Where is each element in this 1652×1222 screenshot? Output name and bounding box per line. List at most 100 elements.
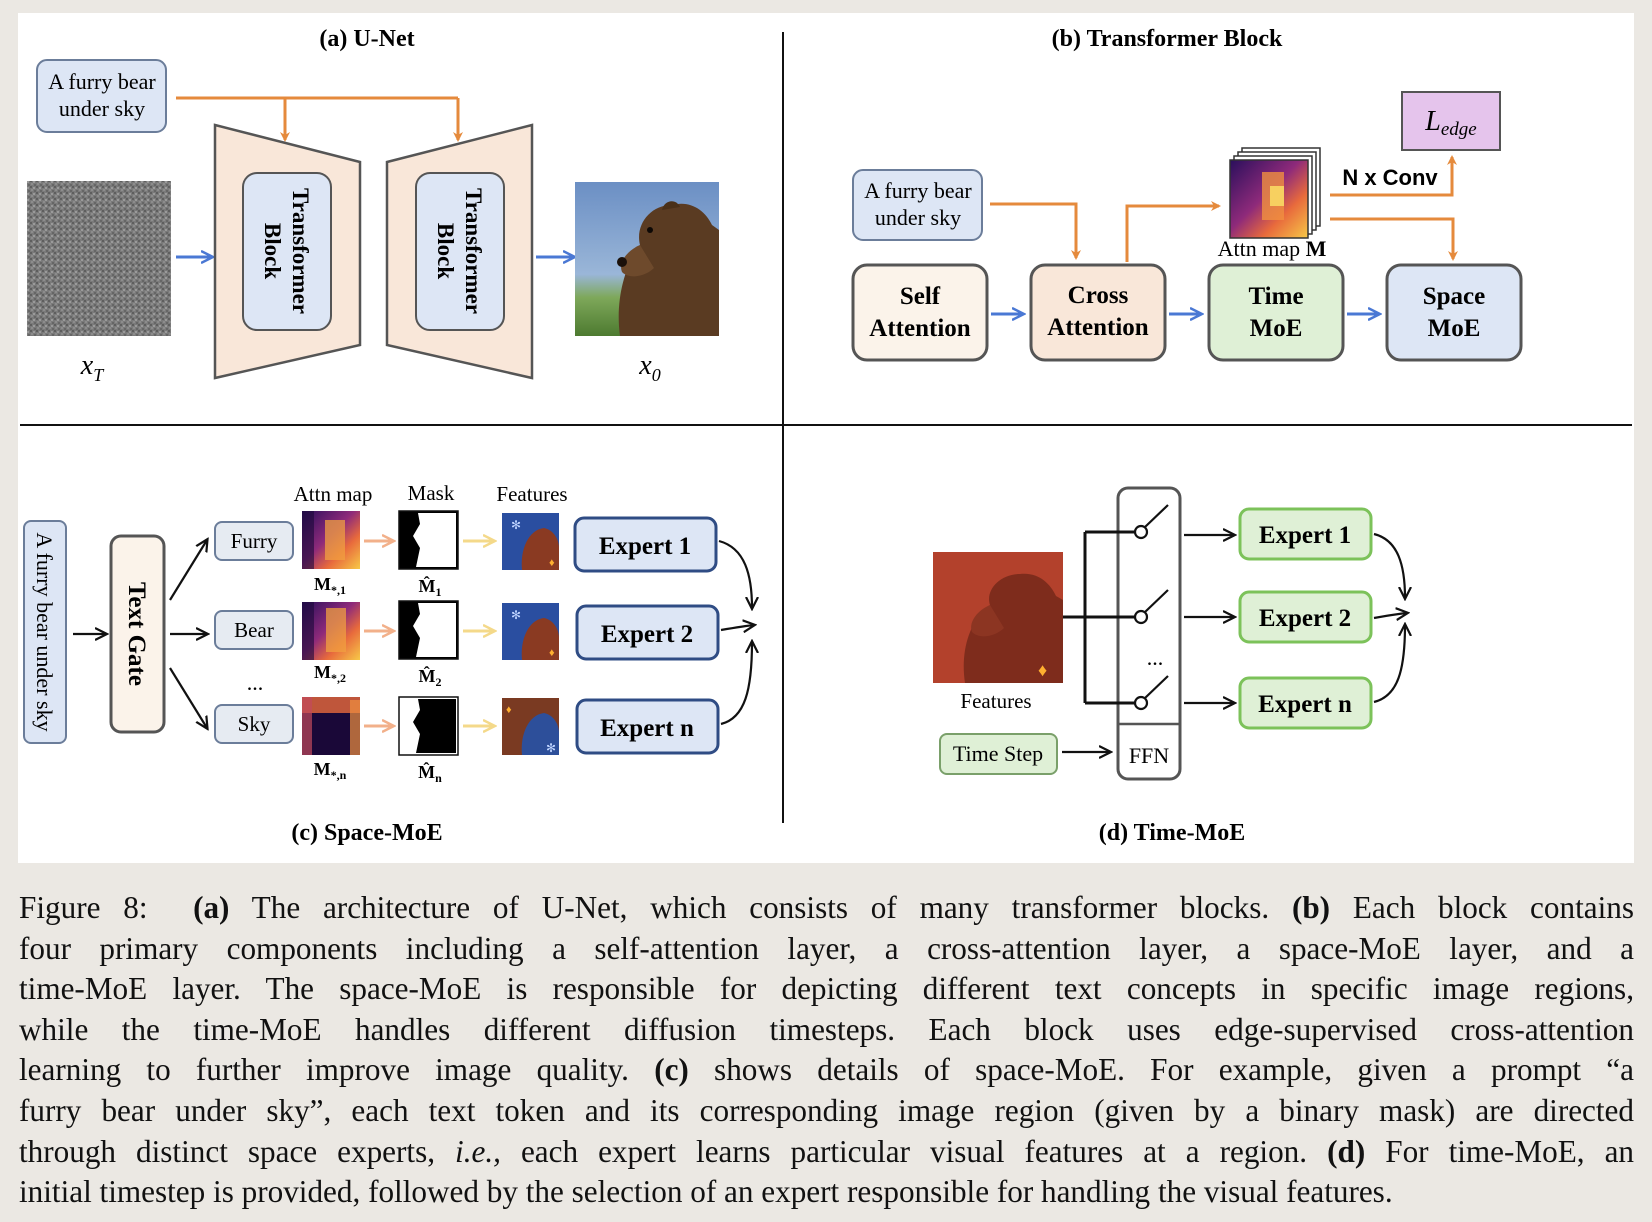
svg-text:♦: ♦ — [1038, 660, 1047, 680]
text-gate-box — [109, 534, 166, 734]
prompt-box-b — [852, 169, 983, 241]
panel-a-unet: (a) U-Net A furry bear under sky xT Tran… — [27, 26, 719, 385]
prompt-line-1: A furry bear — [48, 69, 156, 94]
prompt-to-cross-arrow — [990, 202, 1081, 260]
panel-d-time-moe: ♦ Features Time Step FFN ... — [933, 486, 1407, 846]
expert-2-box-c — [575, 604, 720, 661]
expert-2-merge-arrow — [720, 625, 754, 630]
transformer-block-2-line-1: Transformer — [461, 188, 486, 314]
features-1: ✻ ♦ — [502, 513, 559, 570]
edge-loss-label: Ledge — [1424, 106, 1476, 140]
caption-line: furry bear under sky”, each text token a… — [19, 1092, 1634, 1128]
svg-text:✻: ✻ — [511, 518, 521, 532]
cross-attention-line-1: Cross — [1068, 282, 1129, 309]
panel-a-title: (a) U-Net — [319, 26, 414, 52]
attnmap-to-space-arrow — [1330, 217, 1458, 261]
expert-n-box-c — [575, 698, 720, 755]
attn-map-label-2: M*,2 — [314, 662, 346, 685]
expert-n-label-c: Expert n — [600, 715, 694, 742]
expert-n-merge-arrow-d — [1373, 625, 1405, 704]
conv-label: N x Conv — [1342, 165, 1438, 190]
caption-line: initial timestep is provided, followed b… — [19, 1174, 1393, 1210]
output-label: x0 — [638, 350, 660, 385]
svg-text:✻: ✻ — [511, 608, 521, 622]
expert-2-box-d — [1238, 590, 1373, 644]
bear-image-output — [575, 182, 719, 336]
token-box-sky — [214, 704, 294, 744]
expert-1-merge-arrow-d — [1373, 532, 1405, 598]
attn-map-3 — [302, 697, 360, 755]
attn-map-1 — [302, 511, 360, 569]
expert-1-label-c: Expert 1 — [599, 533, 691, 560]
caption-line: learning to further improve image qualit… — [19, 1052, 1634, 1088]
attention-map-stack — [1229, 147, 1321, 239]
switch-box — [1116, 486, 1182, 781]
expert-1-box-c — [573, 516, 718, 573]
attnmap-to-loss-arrow — [1330, 155, 1457, 197]
svg-text:♦: ♦ — [506, 704, 512, 716]
switch-1 — [1133, 504, 1169, 540]
mask-label-3: M̂n — [418, 762, 442, 785]
expert-1-merge-arrow — [718, 539, 752, 608]
svg-text:♦: ♦ — [549, 647, 555, 659]
ffn-label: FFN — [1129, 743, 1169, 768]
svg-text:♦: ♦ — [549, 557, 555, 569]
mask-2 — [398, 600, 459, 660]
mask-label-1: M̂1 — [419, 576, 442, 599]
expert-2-label-d: Expert 2 — [1259, 605, 1351, 632]
cross-attention-line-2: Attention — [1047, 314, 1148, 341]
expert-n-merge-arrow — [720, 642, 752, 726]
transformer-block-2 — [415, 172, 505, 331]
panel-b-transformer-block: (b) Transformer Block A furry bear under… — [851, 26, 1523, 362]
self-attention-line-1: Self — [900, 283, 941, 310]
input-label: xT — [80, 350, 105, 385]
time-step-box — [939, 733, 1058, 775]
panel-c-space-moe: A furry bear under sky Text Gate Attn ma… — [23, 481, 754, 846]
transformer-block-1-line-2: Block — [260, 223, 285, 279]
token-bear: Bear — [234, 618, 274, 642]
col-attn-map-header: Attn map — [294, 482, 373, 506]
col-features-header: Features — [496, 482, 567, 506]
expert-1-box-d — [1238, 507, 1373, 561]
features-label-d: Features — [960, 689, 1031, 713]
panel-c-title: (c) Space-MoE — [291, 820, 442, 846]
caption-line: four primary components including a self… — [19, 930, 1634, 966]
transformer-block-1-line-1: Transformer — [288, 188, 313, 314]
gate-to-sky-arrow — [169, 667, 207, 728]
noise-image — [27, 181, 171, 336]
edge-loss-box — [1401, 91, 1501, 151]
cross-attention-box — [1029, 263, 1167, 362]
space-moe-line-2: MoE — [1428, 315, 1481, 342]
caption-line: time-MoE layer. The space-MoE is respons… — [19, 971, 1634, 1007]
attn-map-label-1: M*,1 — [314, 574, 346, 597]
token-box-furry — [214, 521, 294, 561]
prompt-vertical-box — [23, 520, 67, 744]
svg-text:✻: ✻ — [546, 741, 556, 755]
switch-ellipsis: ... — [1147, 645, 1164, 670]
figure-caption: Figure 8: (a) The architecture of U-Net,… — [19, 888, 1634, 1213]
time-step-label: Time Step — [953, 741, 1043, 766]
expert-1-label-d: Expert 1 — [1259, 522, 1351, 549]
gate-to-furry-arrow — [169, 540, 207, 601]
token-box-bear — [214, 610, 294, 650]
transformer-block-1 — [242, 172, 332, 331]
prompt-b-line-2: under sky — [875, 205, 961, 230]
attn-map-2 — [302, 602, 360, 660]
mask-1 — [398, 510, 459, 570]
features-bus — [1063, 530, 1141, 705]
features-3: ♦ ✻ — [502, 698, 559, 755]
switch-2 — [1133, 589, 1169, 625]
expert-2-merge-arrow-d — [1373, 613, 1407, 618]
caption-line: Figure 8: (a) The architecture of U-Net,… — [19, 890, 1634, 925]
space-moe-line-1: Space — [1423, 283, 1486, 310]
self-attention-line-2: Attention — [869, 315, 970, 342]
mask-label-2: M̂2 — [419, 666, 442, 689]
expert-2-label-c: Expert 2 — [601, 621, 693, 648]
features-2: ✻ ♦ — [502, 603, 559, 660]
features-image-d: ♦ — [933, 552, 1063, 683]
token-sky: Sky — [238, 712, 271, 736]
space-moe-box — [1385, 263, 1523, 362]
caption-line: while the time-MoE handles different dif… — [19, 1011, 1634, 1047]
time-moe-line-1: Time — [1248, 283, 1303, 310]
